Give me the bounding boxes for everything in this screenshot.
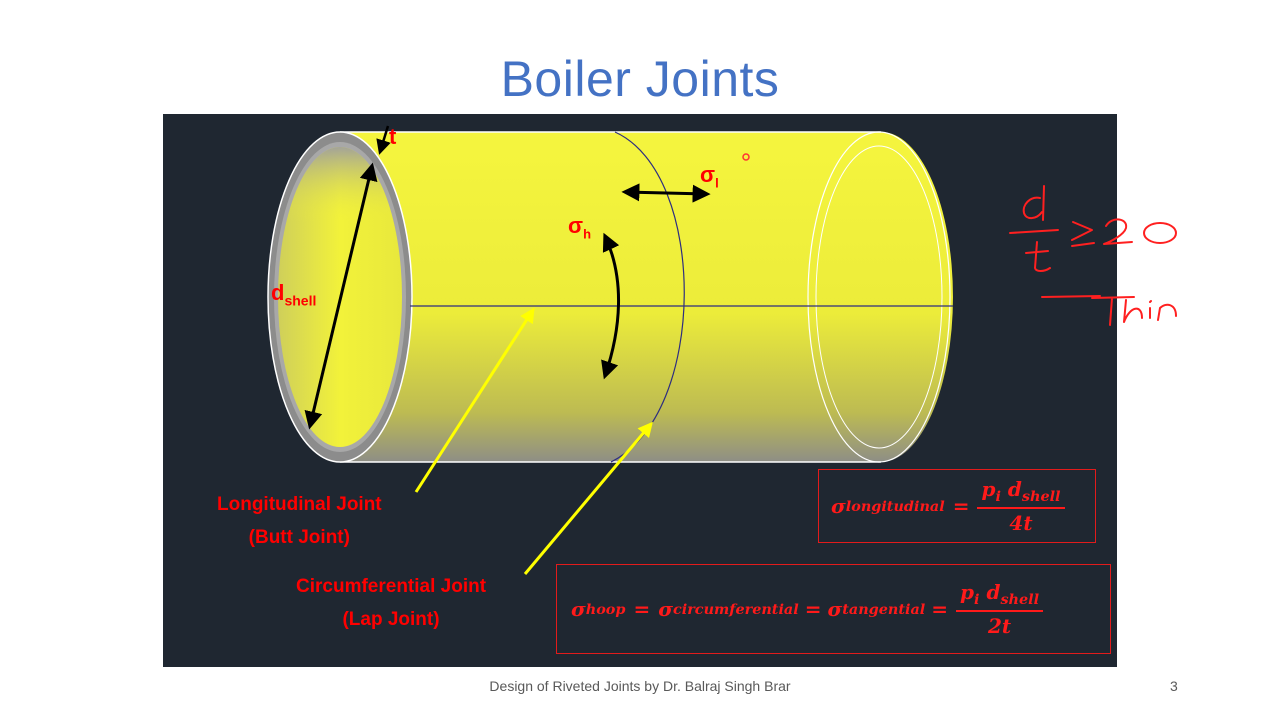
right-end-rim-inner <box>815 145 943 449</box>
longitudinal-joint-pointer <box>414 307 535 493</box>
circumferential-joint-label: Circumferential Joint (Lap Joint) <box>296 576 487 630</box>
boiler-diagram: t dshell σl σh Longitudinal Joint (Butt … <box>163 114 1117 667</box>
pointer-dot <box>742 153 750 161</box>
diameter-label: dshell <box>271 280 317 309</box>
diameter-arrow <box>304 162 378 430</box>
thickness-label: t <box>389 124 397 149</box>
page-number: 3 <box>1170 678 1178 694</box>
right-end-rim <box>807 131 951 463</box>
slide-title: Boiler Joints <box>500 51 780 107</box>
slide-footer: Design of Riveted Joints by Dr. Balraj S… <box>489 678 791 694</box>
thickness-arrow <box>376 125 391 155</box>
longitudinal-fraction: pi dshell 4t <box>977 477 1065 535</box>
hoop-stress-arrow <box>601 232 621 380</box>
longitudinal-joint-label: Longitudinal Joint (Butt Joint) <box>217 494 382 548</box>
longitudinal-stress-arrow <box>621 183 711 203</box>
sigma-h-label: σh <box>568 213 592 242</box>
circumferential-joint-pointer <box>523 421 653 575</box>
hoop-fraction: pi dshell 2t <box>956 580 1044 638</box>
sigma-l-label: σl <box>700 162 719 191</box>
cylinder-drawing <box>267 125 953 575</box>
handwritten-0 <box>1143 222 1177 244</box>
